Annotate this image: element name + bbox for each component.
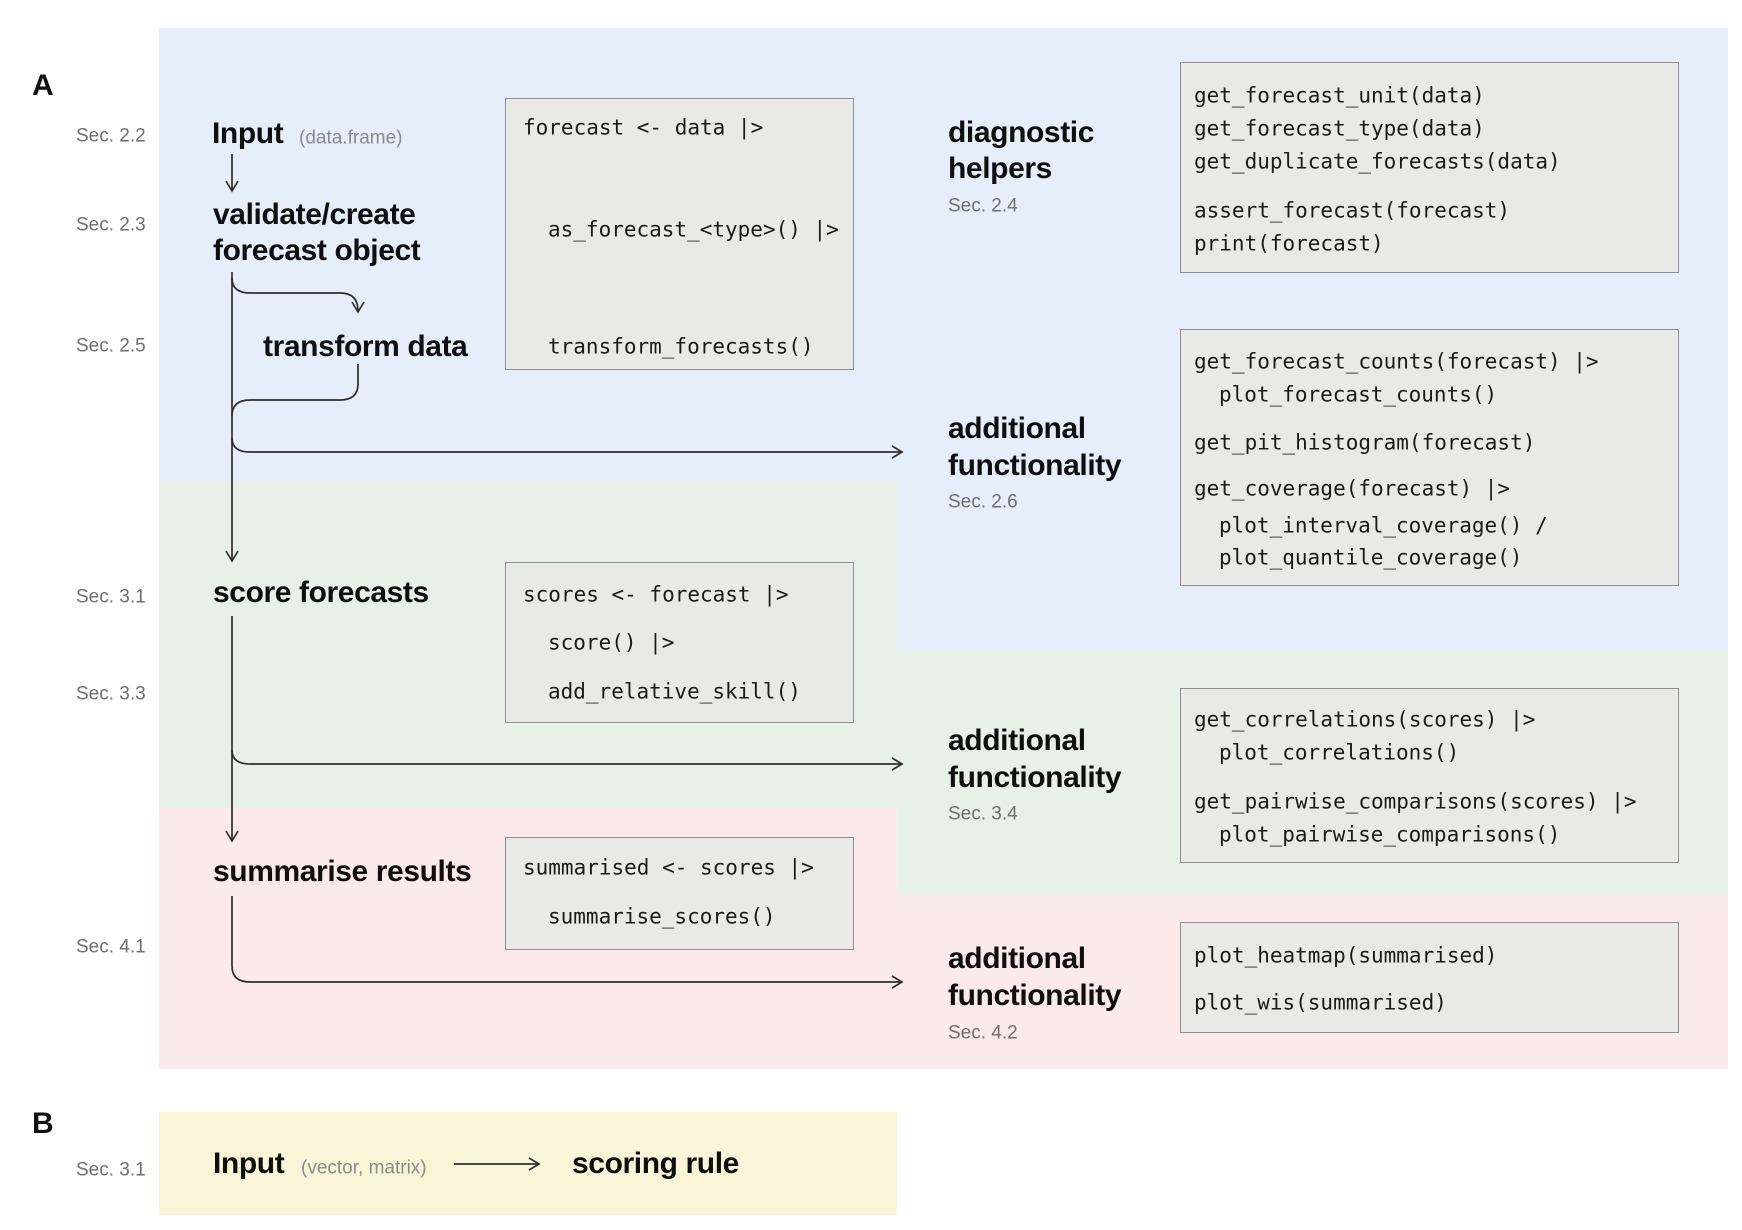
codebox-pipeline-summarise (505, 837, 854, 950)
code-line: forecast <- data |> (523, 115, 764, 140)
code-line: summarised <- scores |> (523, 855, 814, 880)
flow-validate-label-line1: validate/create (213, 198, 416, 231)
code-line: assert_forecast(forecast) (1194, 198, 1511, 223)
code-line: get_forecast_unit(data) (1194, 83, 1485, 108)
sec-ref-2-6: Sec. 2.6 (948, 491, 1018, 513)
flow-transform-label: transform data (263, 330, 468, 363)
sec-ref-b-3-1: Sec. 3.1 (76, 1159, 146, 1181)
heading-diagnostic-line1: diagnostic (948, 116, 1095, 149)
code-line: plot_forecast_counts() (1219, 382, 1498, 407)
code-line: print(forecast) (1194, 231, 1384, 256)
codebox-additional-3-4 (1180, 688, 1679, 863)
flow-summarise-label: summarise results (213, 855, 472, 888)
sec-ref-2-5: Sec. 2.5 (76, 335, 146, 357)
code-line: scores <- forecast |> (523, 582, 789, 607)
code-line: get_pairwise_comparisons(scores) |> (1194, 789, 1637, 814)
code-line: add_relative_skill() (548, 679, 801, 704)
panel-b-input-qualifier: (vector, matrix) (301, 1157, 427, 1179)
codebox-diagnostic-helpers (1180, 62, 1679, 273)
heading-additional1-line2: functionality (948, 449, 1122, 482)
code-line: plot_correlations() (1219, 740, 1460, 765)
code-line: plot_pairwise_comparisons() (1219, 822, 1561, 847)
code-line: get_pit_histogram(forecast) (1194, 430, 1536, 455)
code-line: score() |> (548, 630, 675, 655)
heading-additional1-line1: additional (948, 412, 1086, 445)
code-line: plot_quantile_coverage() (1219, 545, 1523, 570)
sec-ref-2-3: Sec. 2.3 (76, 214, 146, 236)
code-line: plot_heatmap(summarised) (1194, 943, 1498, 968)
code-line: plot_wis(summarised) (1194, 990, 1447, 1015)
flow-validate-label-line2: forecast object (213, 234, 421, 267)
flow-score-label: score forecasts (213, 576, 429, 609)
heading-additional2-line2: functionality (948, 761, 1122, 794)
sec-ref-2-2: Sec. 2.2 (76, 125, 146, 147)
code-line: get_coverage(forecast) |> (1194, 476, 1511, 501)
code-line: get_correlations(scores) |> (1194, 707, 1536, 732)
heading-additional3-line1: additional (948, 942, 1086, 975)
sec-ref-3-4: Sec. 3.4 (948, 803, 1018, 825)
code-line: as_forecast_<type>() |> (548, 217, 839, 242)
heading-additional2-line1: additional (948, 724, 1086, 757)
code-line: get_forecast_counts(forecast) |> (1194, 349, 1599, 374)
code-line: plot_interval_coverage() / (1219, 513, 1548, 538)
codebox-pipeline-validate (505, 98, 854, 370)
sec-ref-3-3: Sec. 3.3 (76, 683, 146, 705)
flow-input-qualifier: (data.frame) (299, 127, 403, 149)
heading-diagnostic-line2: helpers (948, 152, 1052, 185)
panel-a-label: A (32, 69, 54, 102)
sec-ref-4-2: Sec. 4.2 (948, 1022, 1018, 1044)
heading-additional3-line2: functionality (948, 979, 1122, 1012)
flow-input-label: Input (212, 117, 284, 150)
sec-ref-3-1: Sec. 3.1 (76, 586, 146, 608)
panel-b-input-label: Input (213, 1147, 285, 1180)
sec-ref-4-1: Sec. 4.1 (76, 936, 146, 958)
sec-ref-2-4: Sec. 2.4 (948, 195, 1018, 217)
panel-b-label: B (32, 1107, 54, 1140)
codebox-additional-4-2 (1180, 922, 1679, 1033)
code-line: get_forecast_type(data) (1194, 116, 1485, 141)
code-line: summarise_scores() (548, 904, 776, 929)
code-line: transform_forecasts() (548, 334, 814, 359)
codebox-additional-2-6 (1180, 329, 1679, 586)
codebox-pipeline-score (505, 562, 854, 723)
panel-b-scoring-rule-label: scoring rule (572, 1147, 739, 1180)
code-line: get_duplicate_forecasts(data) (1194, 149, 1561, 174)
